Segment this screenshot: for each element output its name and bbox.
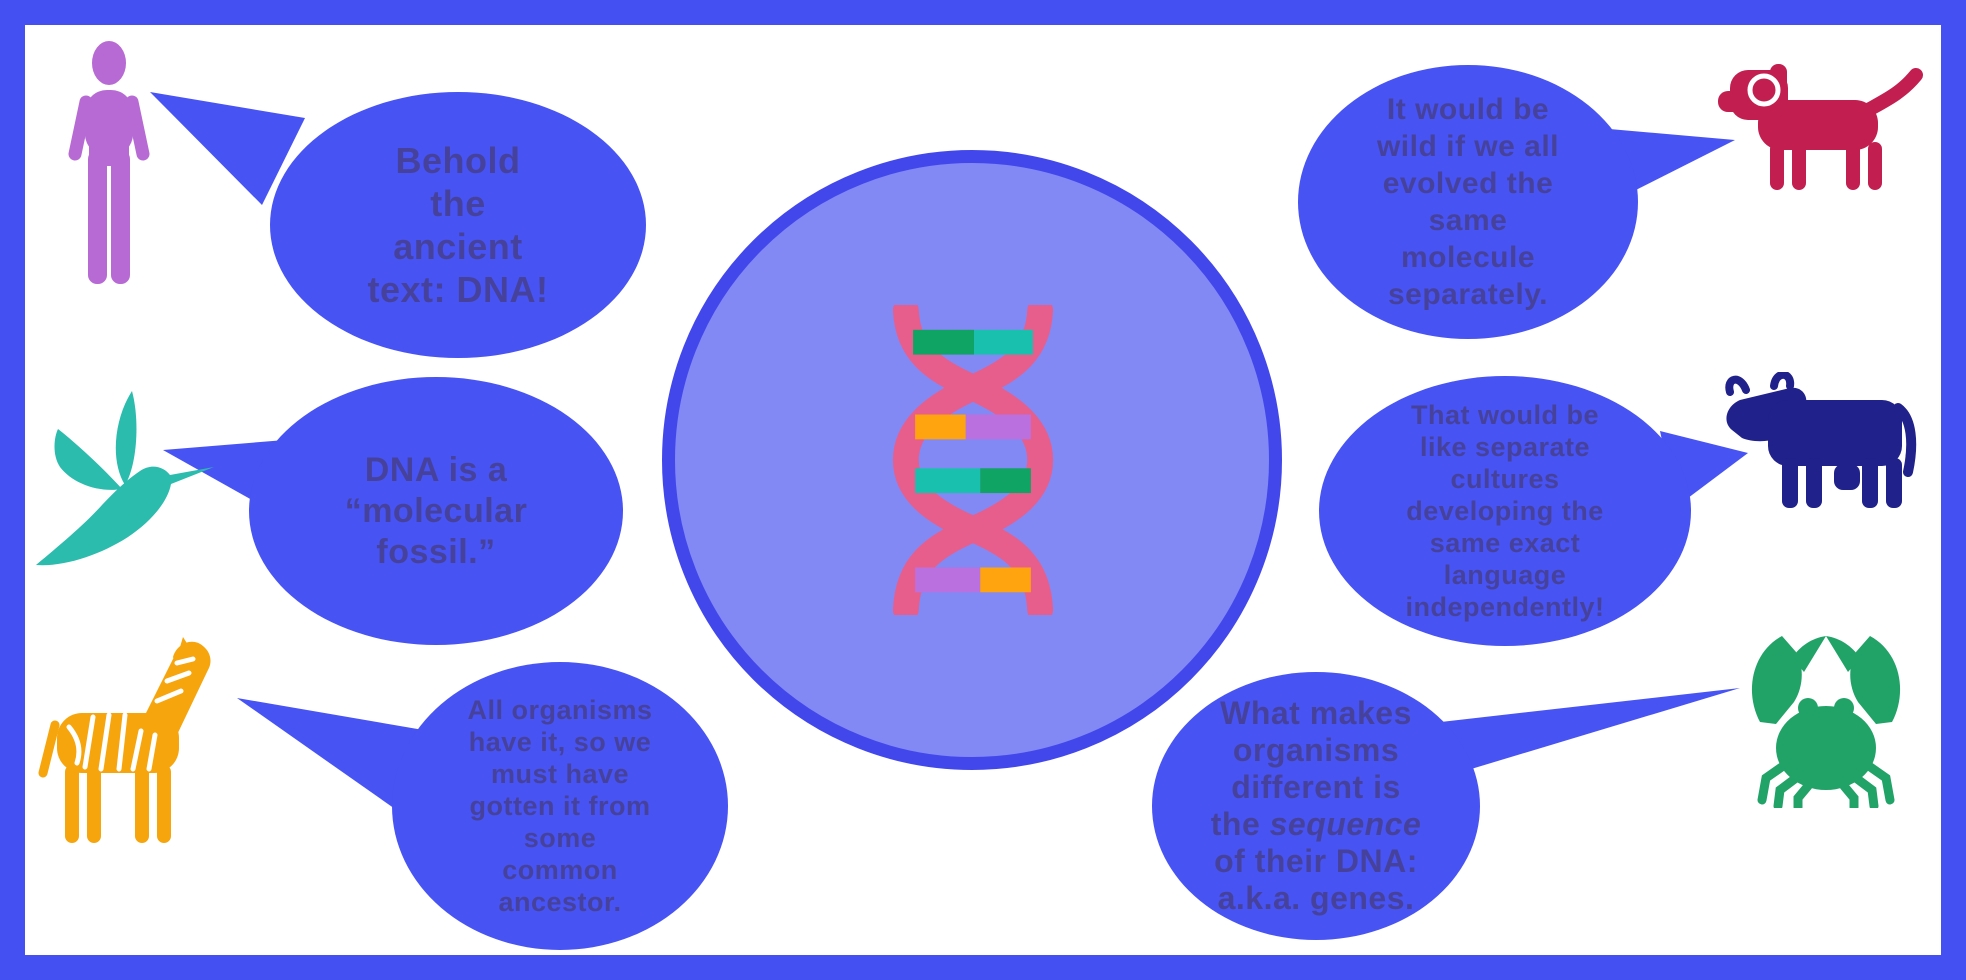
crab-claw-left [1751, 636, 1802, 724]
bird-wing-lower [54, 429, 122, 490]
speech-bubble-zebra: All organisms have it, so we must have g… [392, 662, 728, 950]
bubble-line: some [523, 823, 597, 853]
cow-icon [1725, 372, 1917, 508]
cow-horn [1770, 372, 1795, 390]
hummingbird-icon [36, 391, 214, 566]
zebra-leg [65, 765, 79, 843]
zebra-leg [157, 765, 171, 843]
bubble-line: That would be [1411, 400, 1599, 430]
bubble-line: All organisms [467, 695, 653, 725]
cow-horn [1725, 375, 1750, 396]
bubble-line: molecule [1400, 241, 1536, 274]
dog-leg [1868, 142, 1882, 190]
cow-leg [1806, 458, 1822, 508]
zebra-leg [135, 765, 149, 843]
cow-body [1768, 400, 1902, 466]
dog-ear [1770, 64, 1787, 92]
zebra-ear [177, 637, 193, 657]
bubble-line: like separate [1419, 432, 1591, 462]
speech-bubble-dog: It would be wild if we all evolved the s… [1298, 65, 1638, 339]
bubble-line: language [1443, 560, 1567, 590]
dna-rung-2 [915, 414, 1031, 440]
dna-rung-4 [915, 567, 1031, 593]
crab-legs [1757, 759, 1895, 808]
bubble-line: common [502, 855, 618, 885]
bubble-line: a.k.a. genes. [1217, 880, 1415, 916]
bubble-line: same exact [1429, 528, 1581, 558]
bubble-line: gotten it from [469, 791, 651, 821]
bubble-line: organisms [1232, 732, 1400, 768]
tail-human-bubble [150, 92, 305, 205]
bubble-line: wild if we all [1376, 130, 1560, 163]
italic-word: sequence [1269, 806, 1422, 842]
dog-leg [1792, 142, 1806, 190]
dog-collar [1747, 73, 1781, 107]
bubble-line-italic-sequence: the sequence [1210, 806, 1422, 842]
bird-body [36, 466, 214, 566]
dog-snout [1718, 91, 1748, 112]
bubble-line: text: DNA! [367, 269, 549, 310]
zebra-tail [38, 720, 60, 778]
crab-pincer-right [1826, 636, 1860, 672]
speech-bubble-hummingbird: DNA is a “molecular fossil.” [249, 377, 623, 645]
crab-pincer-left [1792, 636, 1826, 672]
dog-tail [1863, 68, 1923, 116]
dna-rung-1 [913, 329, 1033, 355]
bubble-line: DNA is a [364, 450, 508, 489]
zebra-leg [87, 765, 101, 843]
bubble-line: independently! [1405, 592, 1605, 622]
bubble-line: developing the [1406, 496, 1604, 526]
cow-leg [1886, 458, 1902, 508]
bubble-line: It would be [1386, 93, 1550, 126]
dna-strand-right [892, 305, 1054, 615]
bubble-line: ancient [393, 226, 523, 267]
cow-leg [1862, 458, 1878, 508]
bubble-line: ancestor. [498, 887, 622, 917]
dna-strand-left [892, 305, 1054, 615]
dna-double-helix-icon [892, 305, 1054, 615]
dna-rung-3 [915, 468, 1031, 494]
bubble-line: “molecular [344, 491, 528, 530]
dog-leg [1770, 142, 1784, 190]
tail-crab-bubble [1388, 688, 1740, 782]
bubble-line: Behold [395, 140, 521, 181]
cow-tail [1893, 403, 1917, 477]
bubble-line: of their DNA: [1214, 843, 1418, 879]
crab-icon [1751, 636, 1901, 808]
dog-leg [1846, 142, 1860, 190]
bubble-line: fossil.” [376, 532, 496, 571]
zebra-stripes [66, 656, 196, 772]
bubble-line: have it, so we [468, 727, 652, 757]
cow-leg [1782, 458, 1798, 508]
bubble-line: different is [1231, 769, 1401, 805]
speech-bubble-cow: That would be like separate cultures dev… [1319, 376, 1691, 646]
bubble-line: same [1428, 204, 1508, 237]
bubble-line: evolved the [1382, 167, 1554, 200]
bubble-line: What makes [1220, 695, 1412, 731]
crab-body [1776, 706, 1876, 790]
bird-wing-upper [115, 391, 137, 485]
zebra-icon [38, 637, 211, 843]
speech-bubble-human: Behold the ancient text: DNA! [270, 92, 646, 358]
bubble-line: must have [490, 759, 630, 789]
bubble-line: the [430, 183, 486, 224]
bubble-line: cultures [1450, 464, 1560, 494]
crab-claw-right [1850, 636, 1901, 724]
bubble-line: separately. [1387, 278, 1549, 311]
dog-icon [1718, 64, 1923, 190]
speech-bubble-crab: What makes organisms different is the se… [1152, 672, 1480, 940]
dog-body [1758, 100, 1878, 150]
cow-udder [1834, 464, 1860, 490]
human-icon [68, 41, 150, 284]
